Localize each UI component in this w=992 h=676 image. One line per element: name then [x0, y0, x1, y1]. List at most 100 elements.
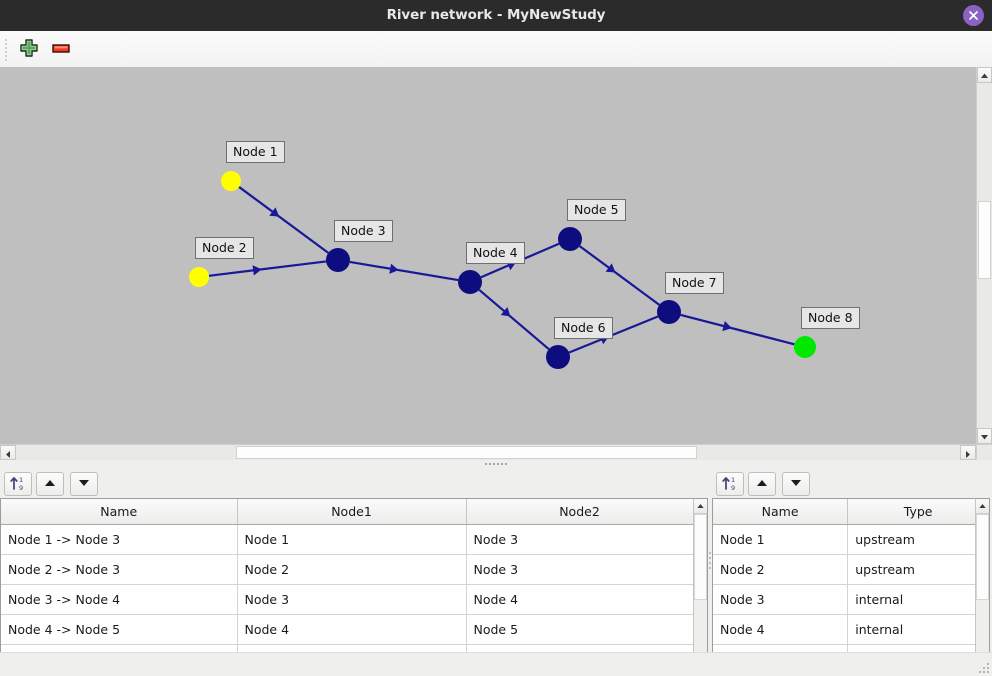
branch-scroll-up-icon[interactable] [694, 499, 707, 514]
table-cell[interactable]: Node 3 [237, 584, 467, 615]
node-label-node-7[interactable]: Node 7 [665, 272, 724, 294]
table-cell[interactable]: Node 1 -> Node 3 [1, 524, 238, 555]
graph-node-node-3[interactable] [326, 248, 350, 272]
node-move-down-arrow-icon[interactable] [782, 472, 810, 496]
table-cell[interactable]: Node 2 [713, 554, 849, 585]
edge-Node7-to-Node8[interactable] [680, 313, 795, 346]
column-header-type[interactable]: Type [847, 499, 989, 525]
table-cell[interactable]: Node 4 [713, 614, 849, 645]
node-label-node-3[interactable]: Node 3 [334, 220, 393, 242]
column-header-node1[interactable]: Node1 [237, 499, 467, 525]
table-cell[interactable]: Node 4 -> Node 5 [1, 614, 238, 645]
table-cell[interactable]: Node 3 [713, 584, 849, 615]
table-cell[interactable]: Node 4 [466, 584, 694, 615]
edge-arrow-icon [252, 265, 262, 276]
window-resize-grip[interactable] [979, 663, 989, 673]
table-cell[interactable]: Node 5 [466, 614, 694, 645]
table-cell[interactable]: Node 4 [237, 614, 467, 645]
node-label-node-5[interactable]: Node 5 [567, 199, 626, 221]
canvas-horizontal-scrollbar[interactable] [0, 444, 992, 460]
scroll-right-arrow-icon[interactable] [960, 445, 976, 460]
horizontal-splitter[interactable] [0, 460, 992, 469]
graph-node-node-8[interactable] [794, 336, 816, 358]
river-network-canvas[interactable]: Node 1 Node 2 Node 3 Node 4 Node 5 Node 6 Node… [0, 67, 992, 460]
table-cell[interactable]: Node 1 [237, 524, 467, 555]
node-label-node-4[interactable]: Node 4 [466, 242, 525, 264]
canvas-hscroll-thumb[interactable] [236, 446, 697, 459]
graph-node-node-4[interactable] [458, 270, 482, 294]
branch-scroll-thumb[interactable] [694, 514, 707, 600]
node-label-node-2[interactable]: Node 2 [195, 237, 254, 259]
node-label-node-6[interactable]: Node 6 [554, 317, 613, 339]
graph-node-node-6[interactable] [546, 345, 570, 369]
node-label-node-1[interactable]: Node 1 [226, 141, 285, 163]
table-cell[interactable]: Node 2 [237, 554, 467, 585]
svg-text:9: 9 [19, 484, 23, 492]
scroll-left-arrow-icon[interactable] [0, 445, 16, 460]
edge-arrow-icon [722, 321, 732, 332]
close-icon[interactable] [963, 5, 984, 26]
graph-node-node-5[interactable] [558, 227, 582, 251]
window-title: River network - MyNewStudy [386, 7, 606, 23]
node-label-node-8[interactable]: Node 8 [801, 307, 860, 329]
title-bar: River network - MyNewStudy [0, 0, 992, 32]
table-cell[interactable]: Node 2 -> Node 3 [1, 554, 238, 585]
column-header-name[interactable]: Name [1, 499, 238, 525]
table-cell[interactable]: upstream [847, 554, 989, 585]
graph-node-node-2[interactable] [189, 267, 209, 287]
node-sort-ascending-icon[interactable]: 1 9 [716, 472, 744, 496]
node-move-up-arrow-icon[interactable] [748, 472, 776, 496]
edge-Node1-to-Node3[interactable] [238, 186, 329, 254]
table-cell[interactable]: upstream [847, 524, 989, 555]
table-cell[interactable]: Node 3 [466, 554, 694, 585]
edge-Node3-to-Node4[interactable] [349, 260, 459, 282]
network-graph [189, 171, 816, 369]
table-cell[interactable]: internal [847, 584, 989, 615]
edge-Node4-to-Node6[interactable] [478, 288, 550, 351]
column-header-name[interactable]: Name [713, 499, 849, 525]
table-cell[interactable]: Node 3 [466, 524, 694, 555]
node-scroll-thumb[interactable] [976, 514, 989, 600]
remove-minus-icon[interactable] [50, 38, 74, 60]
node-scroll-up-icon[interactable] [976, 499, 989, 514]
pane-splitter-grip[interactable] [708, 549, 712, 577]
edge-arrow-icon [269, 207, 280, 217]
table-cell[interactable]: internal [847, 614, 989, 645]
scroll-down-arrow-icon[interactable] [977, 428, 992, 444]
edge-Node5-to-Node7[interactable] [579, 245, 660, 306]
graph-node-node-7[interactable] [657, 300, 681, 324]
toolbar-grip[interactable] [4, 37, 9, 61]
table-cell[interactable]: Node 3 -> Node 4 [1, 584, 238, 615]
scroll-up-arrow-icon[interactable] [977, 67, 992, 83]
move-down-arrow-icon[interactable] [70, 472, 98, 496]
svg-text:1: 1 [731, 476, 735, 484]
column-header-node2[interactable]: Node2 [466, 499, 694, 525]
move-up-arrow-icon[interactable] [36, 472, 64, 496]
canvas-vertical-scrollbar[interactable] [976, 67, 992, 444]
edge-arrow-icon [605, 263, 616, 273]
node-table-scrollbar[interactable] [975, 498, 990, 668]
edge-Node6-to-Node7[interactable] [568, 315, 659, 354]
add-plus-icon[interactable] [18, 38, 42, 60]
edge-Node2-to-Node3[interactable] [208, 260, 327, 277]
canvas-vscroll-thumb[interactable] [978, 201, 991, 279]
node-pane-toolbar: 1 9 [712, 469, 992, 498]
table-cell[interactable]: Node 1 [713, 524, 849, 555]
edge-arrow-icon [389, 263, 399, 274]
sort-ascending-icon[interactable]: 1 9 [4, 472, 32, 496]
branch-table-scrollbar[interactable] [693, 498, 708, 668]
graph-node-node-1[interactable] [221, 171, 241, 191]
